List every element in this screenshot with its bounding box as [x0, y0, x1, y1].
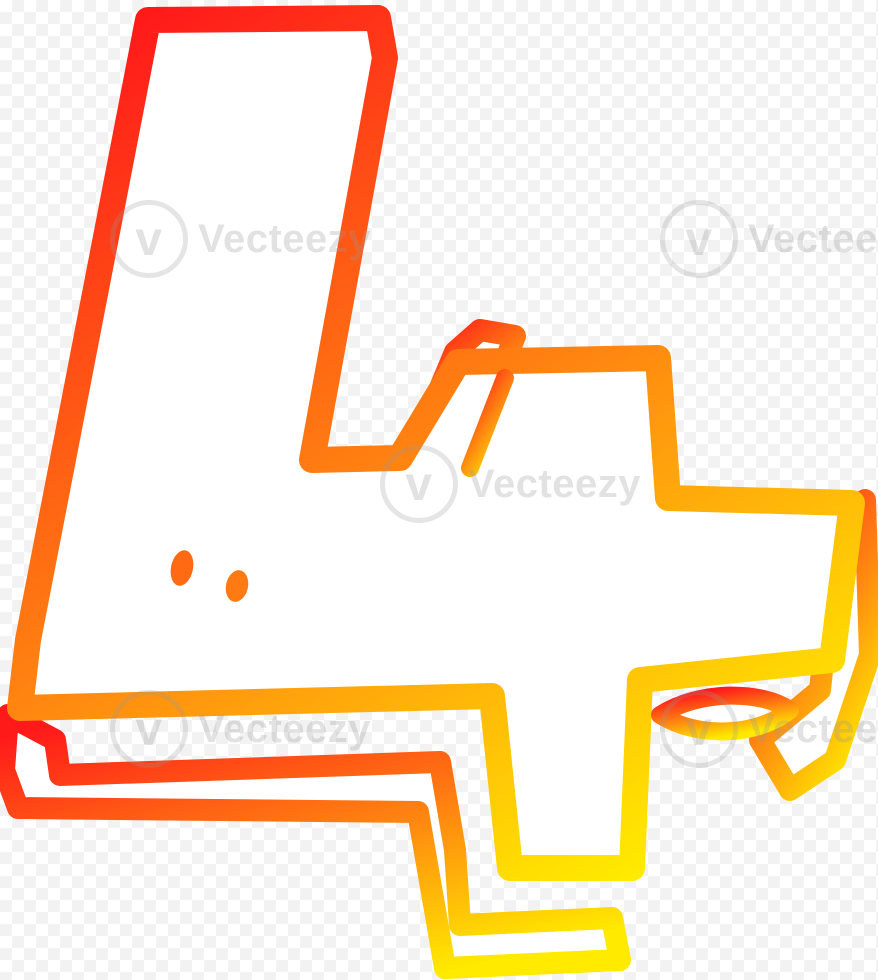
- shine-dot-1: [170, 550, 194, 586]
- shine-dot-2: [225, 570, 249, 602]
- inner-stroke-1: [461, 369, 514, 477]
- letter-depth-bottom: [0, 704, 631, 979]
- letter-face: [7, 5, 865, 881]
- inner-stroke-2: [651, 686, 799, 741]
